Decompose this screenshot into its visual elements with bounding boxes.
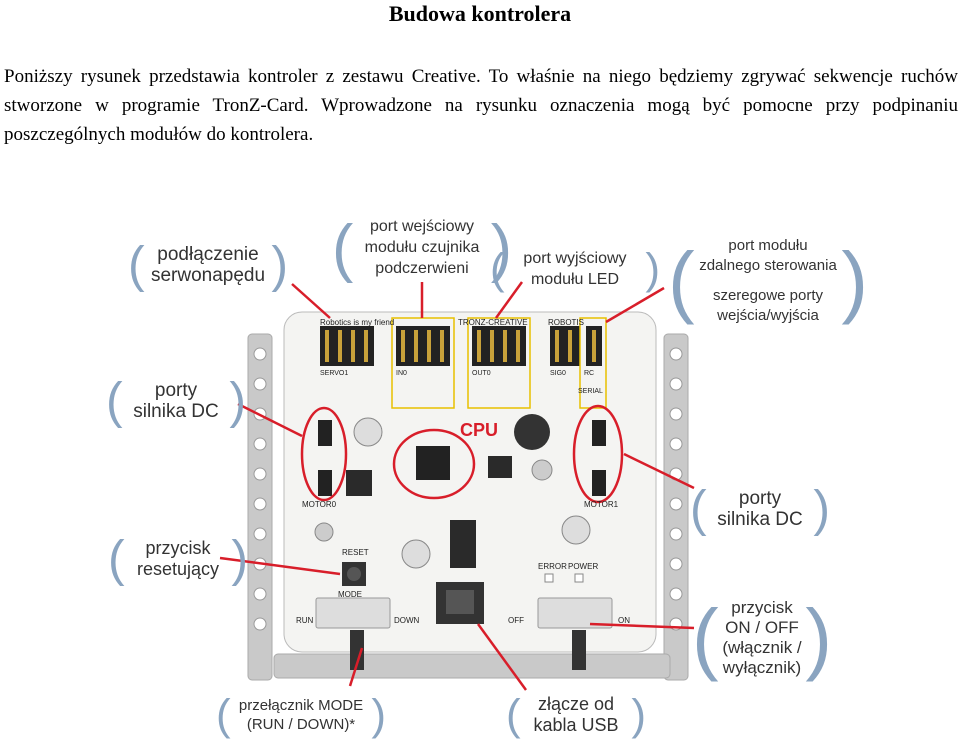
header-left-label: Robotics is my friend xyxy=(320,318,395,327)
servo-callout: ( podłączenie serwonapędu ) xyxy=(128,236,288,293)
dc-right-callout: ( porty silnika DC ) xyxy=(690,480,830,537)
motor1-label: MOTOR1 xyxy=(584,500,619,509)
onoff-line2: ON / OFF xyxy=(725,618,799,637)
ir-port-line2: modułu czujnika xyxy=(364,239,480,256)
led-port-callout: ( port wyjściowy modułu LED ) xyxy=(490,244,660,294)
mode-switch-body xyxy=(315,597,391,629)
usb-line2: kabla USB xyxy=(533,715,619,735)
cpu-chip xyxy=(416,446,450,480)
pointer-lines xyxy=(219,281,695,691)
run-label: RUN xyxy=(296,616,314,625)
dc-right-line1: porty xyxy=(738,488,782,509)
controller-figure: Robotics is my friend TRONZ-CREATIVE ROB… xyxy=(98,178,868,746)
remote-port-line2: zdalnego sterowania xyxy=(699,257,837,274)
motor0-label: MOTOR0 xyxy=(302,500,337,509)
motor0-b-connector xyxy=(318,470,332,496)
mode-callout: ( przełącznik MODE (RUN / DOWN)* ) xyxy=(216,690,386,740)
header-right-label: ROBOTIS xyxy=(548,318,585,327)
servo1-label: SERVO1 xyxy=(320,370,349,377)
dc-right-line2: silnika DC xyxy=(717,509,803,530)
dc-left-line1: porty xyxy=(154,380,198,401)
onoff-switch-body xyxy=(537,597,613,629)
ir-port-line1: port wejściowy xyxy=(369,218,475,235)
serial-port-line1: szeregowe porty xyxy=(712,287,824,304)
in0-label: IN0 xyxy=(396,370,407,377)
motor1-a-connector xyxy=(592,420,606,446)
serial-port-line2: wejścia/wyjścia xyxy=(717,307,819,324)
left-motor-ring xyxy=(300,406,348,502)
cpu-ring xyxy=(392,428,476,500)
reset-callout: ( przycisk resetujący ) xyxy=(108,530,248,587)
off-label: OFF xyxy=(508,616,524,625)
onoff-callout: ( przycisk ON / OFF (włącznik / wyłączni… xyxy=(692,593,832,682)
servo-callout-line2: serwonapędu xyxy=(150,265,266,286)
sig0-label: SIG0 xyxy=(550,370,566,377)
document-title: Budowa kontrolera xyxy=(388,1,572,26)
cpu-callout: CPU xyxy=(460,420,499,440)
down-label: DOWN xyxy=(394,616,420,625)
rc-label: RC xyxy=(584,370,595,377)
pcb-board xyxy=(283,311,657,653)
intro-paragraph: Poniższy rysunek przedstawia kontroler z… xyxy=(4,66,958,145)
error-label: ERROR xyxy=(538,562,567,571)
dc-left-line2: silnika DC xyxy=(133,401,219,422)
serial-label: SERIAL xyxy=(578,388,603,395)
reset-line1: przycisk xyxy=(145,538,211,558)
motor0-a-connector xyxy=(318,420,332,446)
remote-port-callout: ( port modułu zdalnego sterowania szereg… xyxy=(668,236,868,325)
ir-port-callout: ( port wejściowy modułu czujnika podczer… xyxy=(332,211,512,283)
on-label: ON xyxy=(618,616,630,625)
reset-line2: resetujący xyxy=(136,559,220,579)
remote-port-line1: port modułu xyxy=(728,237,808,254)
mode-line2: (RUN / DOWN)* xyxy=(246,716,356,733)
ir-port-line3: podczerwieni xyxy=(375,260,469,277)
mode-line1: przełącznik MODE xyxy=(238,697,364,714)
onoff-line1: przycisk xyxy=(731,598,793,617)
usb-callout: ( złącze od kabla USB ) xyxy=(506,690,646,740)
led-port-line2: modułu LED xyxy=(530,271,620,288)
power-label: POWER xyxy=(568,562,599,571)
servo-callout-line1: podłączenie xyxy=(157,244,259,265)
usb-line1: złącze od xyxy=(537,694,615,714)
led-port-line1: port wyjściowy xyxy=(523,250,627,267)
motor1-b-connector xyxy=(592,470,606,496)
mode-label: MODE xyxy=(338,590,362,599)
out0-label: OUT0 xyxy=(472,370,491,377)
right-motor-ring xyxy=(572,404,624,504)
header-mid-label: TRONZ-CREATIVE xyxy=(458,318,528,327)
controller-illustration xyxy=(219,281,695,691)
reset-label: RESET xyxy=(342,548,369,557)
onoff-line3: (włącznik / xyxy=(722,638,802,657)
onoff-line4: wyłącznik) xyxy=(722,658,802,677)
dc-left-callout: ( porty silnika DC ) xyxy=(106,372,246,429)
